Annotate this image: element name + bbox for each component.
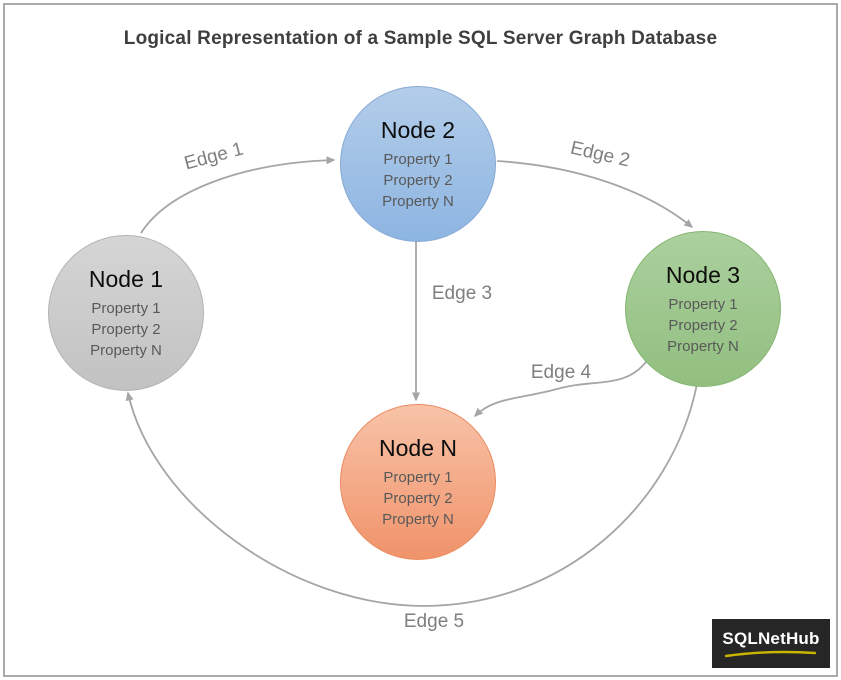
node-3-property: Property N bbox=[667, 337, 739, 355]
node-n: Node N Property 1 Property 2 Property N bbox=[340, 404, 496, 560]
edge-4-label: Edge 4 bbox=[530, 362, 592, 383]
node-2: Node 2 Property 1 Property 2 Property N bbox=[340, 86, 496, 242]
node-n-property: Property N bbox=[382, 510, 454, 528]
node-n-property: Property 2 bbox=[383, 489, 453, 507]
node-3-title: Node 3 bbox=[665, 261, 741, 288]
node-2-title: Node 2 bbox=[380, 116, 456, 143]
sqlnethub-logo-text: SQLNetHub bbox=[722, 628, 820, 648]
node-2-property: Property 2 bbox=[383, 171, 453, 189]
node-2-property: Property N bbox=[382, 192, 454, 210]
edge-3-label: Edge 3 bbox=[431, 283, 493, 304]
node-1: Node 1 Property 1 Property 2 Property N bbox=[48, 235, 204, 391]
node-1-property: Property N bbox=[90, 341, 162, 359]
edge-5-arrow bbox=[125, 383, 698, 607]
node-3: Node 3 Property 1 Property 2 Property N bbox=[625, 231, 781, 387]
node-1-property: Property 1 bbox=[91, 299, 161, 317]
sqlnethub-logo: SQLNetHub bbox=[712, 619, 830, 668]
edge-4-arrow bbox=[473, 357, 650, 418]
node-1-property: Property 2 bbox=[91, 320, 161, 338]
node-3-property: Property 1 bbox=[668, 295, 738, 313]
diagram-title: Logical Representation of a Sample SQL S… bbox=[123, 28, 718, 49]
node-n-title: Node N bbox=[379, 434, 457, 461]
node-1-title: Node 1 bbox=[88, 265, 164, 292]
edge-2-arrow bbox=[496, 160, 694, 228]
edge-5-label: Edge 5 bbox=[403, 611, 465, 632]
node-3-property: Property 2 bbox=[668, 316, 738, 334]
node-2-property: Property 1 bbox=[383, 150, 453, 168]
node-n-property: Property 1 bbox=[383, 468, 453, 486]
edge-1-arrow bbox=[140, 156, 336, 234]
logo-underline-swoosh bbox=[724, 650, 817, 657]
